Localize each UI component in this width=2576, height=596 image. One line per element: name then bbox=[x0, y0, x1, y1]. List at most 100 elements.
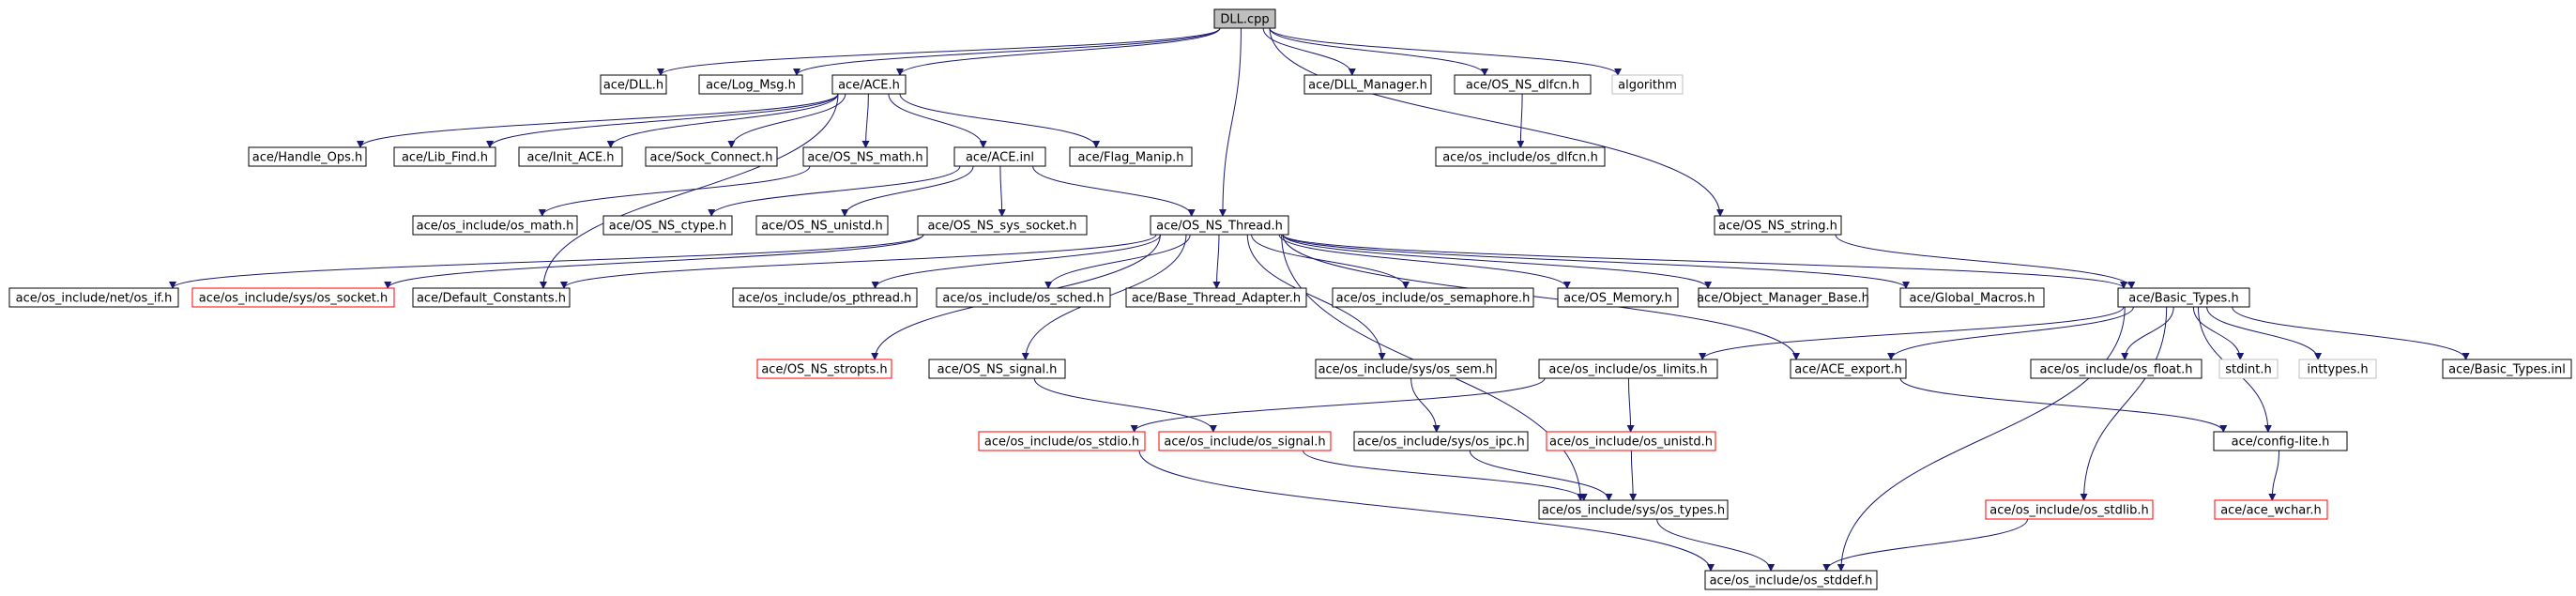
node-box bbox=[1315, 359, 1497, 379]
node-sys_os_sem[interactable]: ace/os_include/sys/os_sem.h bbox=[1315, 359, 1497, 379]
node-object_manager_base[interactable]: ace/Object_Manager_Base.h bbox=[1697, 287, 1869, 308]
edge-os_unistd-to-sys_os_types bbox=[1629, 450, 1638, 501]
node-box bbox=[1213, 8, 1276, 29]
node-label: ace/OS_NS_sys_socket.h bbox=[927, 220, 1076, 234]
node-box bbox=[978, 431, 1146, 451]
node-label: ace/os_include/os_pthread.h bbox=[739, 292, 912, 306]
node-ace_wchar[interactable]: ace/ace_wchar.h bbox=[2214, 499, 2328, 520]
node-box bbox=[1332, 287, 1534, 308]
edges-layer bbox=[169, 27, 2470, 572]
node-os_sched[interactable]: ace/os_include/os_sched.h bbox=[936, 287, 1111, 308]
node-label: ace/os_include/os_stdio.h bbox=[984, 436, 1139, 450]
node-box bbox=[393, 146, 496, 167]
node-ace_h[interactable]: ace/ACE.h bbox=[831, 74, 907, 95]
edge-sys_os_types-to-os_stddef bbox=[1656, 518, 1776, 572]
edge-ace_export-to-config_lite bbox=[1899, 377, 2228, 433]
node-default_constants[interactable]: ace/Default_Constants.h bbox=[412, 287, 571, 308]
node-box bbox=[953, 146, 1046, 167]
node-os_stdio[interactable]: ace/os_include/os_stdio.h bbox=[978, 431, 1146, 451]
node-os_ns_ctype[interactable]: ace/OS_NS_ctype.h bbox=[602, 215, 733, 236]
edge-ace_h-to-lib_find bbox=[486, 93, 839, 148]
node-label: ace/os_include/os_limits.h bbox=[1548, 363, 1707, 377]
node-box bbox=[928, 359, 1066, 379]
edge-basic_types_h-to-basic_types_inl bbox=[2232, 306, 2470, 360]
node-box bbox=[1069, 146, 1193, 167]
node-box bbox=[1714, 215, 1842, 236]
node-os_math[interactable]: ace/os_include/os_math.h bbox=[412, 215, 578, 236]
node-label: stdint.h bbox=[2225, 363, 2271, 377]
node-dll_mgr[interactable]: ace/DLL_Manager.h bbox=[1303, 74, 1432, 95]
node-base_thread_adapter[interactable]: ace/Base_Thread_Adapter.h bbox=[1125, 287, 1307, 308]
node-box bbox=[1353, 431, 1529, 451]
edge-sys_os_ipc-to-sys_os_types bbox=[1469, 450, 1613, 501]
edge-os_signal-to-sys_os_types bbox=[1303, 450, 1588, 501]
node-os_memory[interactable]: ace/OS_Memory.h bbox=[1557, 287, 1679, 308]
node-os_stdlib[interactable]: ace/os_include/os_stdlib.h bbox=[1985, 499, 2154, 520]
edge-ace_inl-to-os_ns_sys_socket bbox=[998, 165, 1006, 217]
node-os_ns_unistd[interactable]: ace/OS_NS_unistd.h bbox=[755, 215, 889, 236]
node-label: ace/OS_NS_unistd.h bbox=[761, 220, 883, 234]
node-os_ns_dlfcn[interactable]: ace/OS_NS_dlfcn.h bbox=[1454, 74, 1592, 95]
node-sys_os_ipc[interactable]: ace/os_include/sys/os_ipc.h bbox=[1353, 431, 1529, 451]
edge-os_ns_thread-to-os_semaphore bbox=[1251, 234, 1410, 289]
node-log_msg[interactable]: ace/Log_Msg.h bbox=[698, 74, 803, 95]
node-config_lite[interactable]: ace/config-lite.h bbox=[2213, 431, 2348, 451]
node-os_signal[interactable]: ace/os_include/os_signal.h bbox=[1158, 431, 1332, 451]
node-global_macros[interactable]: ace/Global_Macros.h bbox=[1899, 287, 2045, 308]
node-basic_types_h[interactable]: ace/Basic_Types.h bbox=[2117, 287, 2250, 308]
node-box bbox=[602, 215, 733, 236]
node-label: ace/Basic_Types.h bbox=[2128, 292, 2238, 306]
node-os_ns_stropts[interactable]: ace/OS_NS_stropts.h bbox=[756, 359, 892, 379]
edge-dll_cpp-to-dll_mgr bbox=[1262, 27, 1356, 76]
edge-os_ns_sys_socket-to-sys_os_socket bbox=[384, 234, 924, 289]
edge-basic_types_h-to-inttypes bbox=[2206, 306, 2323, 360]
node-label: ace/os_include/os_sched.h bbox=[942, 292, 1104, 306]
node-inttypes: inttypes.h bbox=[2298, 359, 2377, 379]
node-sys_os_types[interactable]: ace/os_include/sys/os_types.h bbox=[1538, 499, 1729, 520]
node-box bbox=[191, 287, 395, 308]
node-sys_os_socket[interactable]: ace/os_include/sys/os_socket.h bbox=[191, 287, 395, 308]
node-dll_h[interactable]: ace/DLL.h bbox=[600, 74, 667, 95]
node-flag_manip[interactable]: ace/Flag_Manip.h bbox=[1069, 146, 1193, 167]
node-init_ace[interactable]: ace/Init_ACE.h bbox=[518, 146, 623, 167]
node-sock_connect[interactable]: ace/Sock_Connect.h bbox=[645, 146, 778, 167]
node-os_stddef[interactable]: ace/os_include/os_stddef.h bbox=[1704, 570, 1878, 590]
node-os_float[interactable]: ace/os_include/os_float.h bbox=[2030, 359, 2203, 379]
node-box bbox=[518, 146, 623, 167]
edge-sys_os_sem-to-sys_os_ipc bbox=[1410, 377, 1440, 433]
node-os_semaphore[interactable]: ace/os_include/os_semaphore.h bbox=[1332, 287, 1534, 308]
node-label: ace/os_include/os_stdlib.h bbox=[1989, 504, 2148, 518]
edge-basic_types_h-to-ace_export bbox=[1887, 306, 2134, 360]
node-lib_find[interactable]: ace/Lib_Find.h bbox=[393, 146, 496, 167]
edge-os_ns_math-to-os_math bbox=[538, 165, 811, 217]
node-label: ace/Base_Thread_Adapter.h bbox=[1132, 292, 1301, 306]
node-os_limits[interactable]: ace/os_include/os_limits.h bbox=[1538, 359, 1718, 379]
node-label: ace/Lib_Find.h bbox=[402, 151, 488, 165]
node-handle_ops[interactable]: ace/Handle_Ops.h bbox=[248, 146, 367, 167]
edge-os_ns_thread-to-basic_types_h bbox=[1282, 234, 2127, 289]
node-dll_cpp[interactable]: DLL.cpp bbox=[1213, 8, 1276, 29]
node-basic_types_inl[interactable]: ace/Basic_Types.inl bbox=[2442, 359, 2572, 379]
node-ace_export[interactable]: ace/ACE_export.h bbox=[1790, 359, 1907, 379]
edge-dll_cpp-to-algorithm bbox=[1269, 27, 1622, 76]
node-os_ns_string[interactable]: ace/OS_NS_string.h bbox=[1714, 215, 1842, 236]
node-box bbox=[248, 146, 367, 167]
node-os_unistd[interactable]: ace/os_include/os_unistd.h bbox=[1546, 431, 1716, 451]
node-os_dlfcn[interactable]: ace/os_include/os_dlfcn.h bbox=[1435, 146, 1606, 167]
node-os_ns_signal[interactable]: ace/OS_NS_signal.h bbox=[928, 359, 1066, 379]
node-os_ns_thread[interactable]: ace/OS_NS_Thread.h bbox=[1150, 215, 1289, 236]
node-label: ace/Handle_Ops.h bbox=[252, 151, 362, 165]
node-label: ace/Log_Msg.h bbox=[706, 79, 796, 93]
node-box bbox=[1557, 287, 1679, 308]
edge-os_stdlib-to-os_stddef bbox=[1822, 518, 2029, 572]
node-os_ns_sys_socket[interactable]: ace/OS_NS_sys_socket.h bbox=[917, 215, 1088, 236]
node-stdint: stdint.h bbox=[2218, 359, 2279, 379]
node-box bbox=[917, 215, 1088, 236]
edge-os_ns_sys_socket-to-net_os_if bbox=[169, 234, 924, 289]
node-os_ns_math[interactable]: ace/OS_NS_math.h bbox=[802, 146, 928, 167]
node-os_pthread[interactable]: ace/os_include/os_pthread.h bbox=[732, 287, 918, 308]
edge-ace_h-to-ace_inl bbox=[888, 93, 987, 148]
node-box bbox=[8, 287, 179, 308]
node-ace_inl[interactable]: ace/ACE.inl bbox=[953, 146, 1046, 167]
node-net_os_if[interactable]: ace/os_include/net/os_if.h bbox=[8, 287, 179, 308]
